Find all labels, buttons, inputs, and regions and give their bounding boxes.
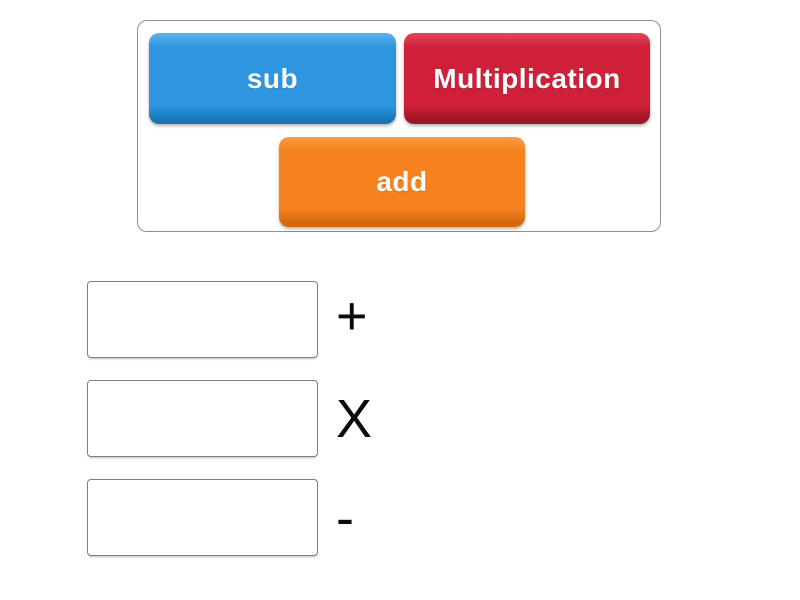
answer-slot-multiply[interactable] [87, 380, 318, 457]
word-chip-add[interactable]: add [279, 137, 525, 227]
word-chip-sub[interactable]: sub [149, 33, 396, 124]
symbol-minus: - [336, 487, 354, 548]
word-chip-multiplication[interactable]: Multiplication [404, 33, 650, 124]
symbol-plus: + [336, 285, 368, 346]
symbol-multiply: X [336, 388, 373, 449]
word-bank: sub Multiplication add [137, 20, 661, 232]
answer-slot-minus[interactable] [87, 479, 318, 556]
answer-slot-plus[interactable] [87, 281, 318, 358]
